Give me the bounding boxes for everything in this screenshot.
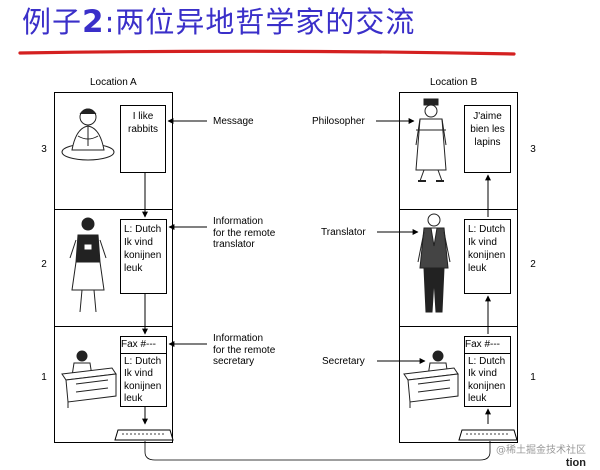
message-line: J'aime [473, 111, 502, 122]
layer-number-3-right: 3 [530, 144, 536, 155]
message-line: Ik vind [468, 368, 497, 379]
robed-philosopher-icon [415, 98, 447, 182]
location-a-label: Location A [90, 77, 137, 88]
watermark: @稀土掘金技术社区 [496, 445, 586, 456]
message-line: leuk [124, 393, 143, 404]
message-line: leuk [124, 263, 143, 274]
woman-translator-icon [69, 217, 107, 313]
message-box-b-philosopher: J'aime bien les lapins [464, 105, 511, 173]
fax-machine-a-icon [114, 429, 174, 441]
title-underline [18, 49, 516, 56]
corner-logo: tion [565, 457, 586, 469]
message-box-a-secretary: Fax #--- L: Dutch Ik vind konijnen leuk [120, 336, 167, 407]
message-line: lapins [474, 137, 501, 148]
message-box-a-translator: L: Dutch Ik vind konijnen leuk [120, 219, 167, 294]
layer-number-1-left: 1 [41, 372, 47, 383]
fax-header: Fax #--- [121, 339, 166, 354]
message-box-a-philosopher: I like rabbits [120, 105, 166, 173]
message-box-b-translator: L: Dutch Ik vind konijnen leuk [464, 219, 511, 294]
layer-number-2-left: 2 [41, 259, 47, 270]
label-message: Message [213, 116, 254, 127]
message-line: konijnen [468, 380, 506, 392]
layer-number-1-right: 1 [530, 372, 536, 383]
message-line: konijnen [124, 380, 162, 392]
message-line: I like [132, 111, 154, 122]
slide-title: 例子2:两位异地哲学家的交流 [22, 4, 415, 40]
fax-header: Fax #--- [465, 339, 510, 354]
title-number: 2 [82, 4, 105, 40]
fax-machine-b-icon [458, 429, 518, 441]
layer-number-2-right: 2 [530, 259, 536, 270]
language-header: L: Dutch [124, 355, 162, 367]
label-translator: Translator [321, 227, 366, 238]
secretary-at-desk-icon [61, 350, 117, 408]
fax-link-line [144, 441, 491, 461]
language-header: L: Dutch [468, 224, 506, 235]
language-header: L: Dutch [124, 224, 162, 235]
secretary-at-desk-icon [403, 350, 459, 408]
label-philosopher: Philosopher [312, 116, 365, 127]
label-secretary: Secretary [322, 356, 365, 367]
message-line: rabbits [127, 124, 158, 135]
title-suffix: :两位异地哲学家的交流 [104, 5, 416, 39]
language-header: L: Dutch [468, 355, 506, 367]
message-line: leuk [468, 263, 487, 274]
layer-number-3-left: 3 [41, 144, 47, 155]
label-info-translator: Information for the remote translator [213, 216, 276, 250]
message-line: Ik vind [124, 237, 153, 248]
message-line: Ik vind [468, 237, 497, 248]
message-line: konijnen [124, 250, 162, 261]
message-line: konijnen [468, 250, 506, 261]
message-box-b-secretary: Fax #--- L: Dutch Ik vind konijnen leuk [464, 336, 511, 407]
message-line: Ik vind [124, 368, 153, 379]
message-line: bien les [470, 124, 505, 135]
meditating-philosopher-icon [61, 108, 115, 161]
location-b-label: Location B [430, 77, 478, 88]
message-line: leuk [468, 393, 487, 404]
man-translator-icon [417, 213, 451, 313]
label-info-secretary: Information for the remote secretary [213, 333, 276, 367]
title-prefix: 例子 [22, 5, 83, 39]
